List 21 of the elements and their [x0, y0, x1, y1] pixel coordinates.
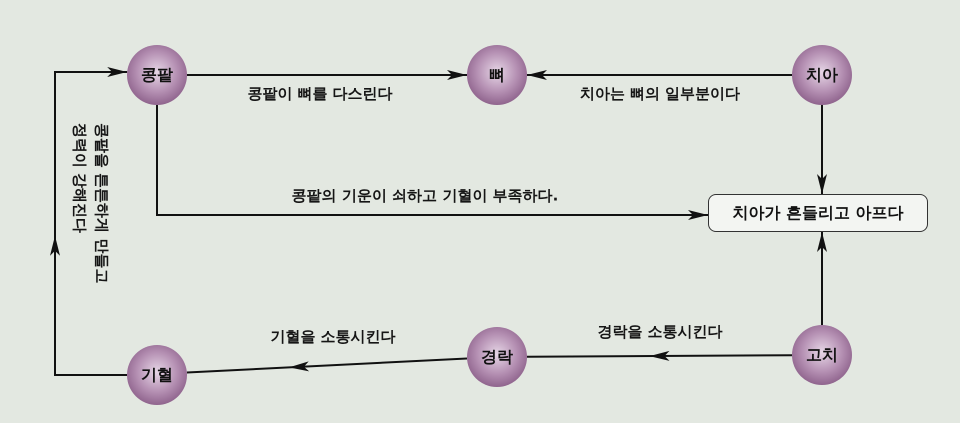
edge-label: 기혈을 소통시킨다 — [270, 328, 396, 346]
concept-circle: 치아 — [792, 45, 852, 105]
arrow — [817, 105, 827, 194]
edge-label: 콩팥이 뼈를 다스린다 — [247, 84, 393, 104]
arrow — [527, 350, 792, 361]
concept-circle: 고치 — [792, 325, 852, 385]
concept-circle: 경락 — [467, 327, 527, 387]
arrow — [527, 70, 792, 80]
edge-label: 경락을 소통시킨다 — [597, 322, 723, 342]
arrow — [817, 232, 827, 325]
concept-circle: 뼈 — [467, 45, 527, 105]
concept-circle: 기혈 — [127, 345, 187, 405]
arrow — [50, 67, 128, 376]
arrow — [186, 358, 468, 374]
edge-label: 콩팥의 기운이 쇠하고 기혈이 부족하다. — [292, 186, 558, 206]
edge-label: 콩팥을 튼튼하게 만들고 정력이 강해진다 — [70, 123, 112, 286]
arrow — [187, 70, 467, 80]
concept-circle: 콩팥 — [127, 45, 187, 105]
result-box: 치아가 흔들리고 아프다 — [708, 194, 928, 232]
arrow — [156, 105, 708, 220]
edge-label: 치아는 뼈의 일부분이다 — [580, 84, 740, 104]
